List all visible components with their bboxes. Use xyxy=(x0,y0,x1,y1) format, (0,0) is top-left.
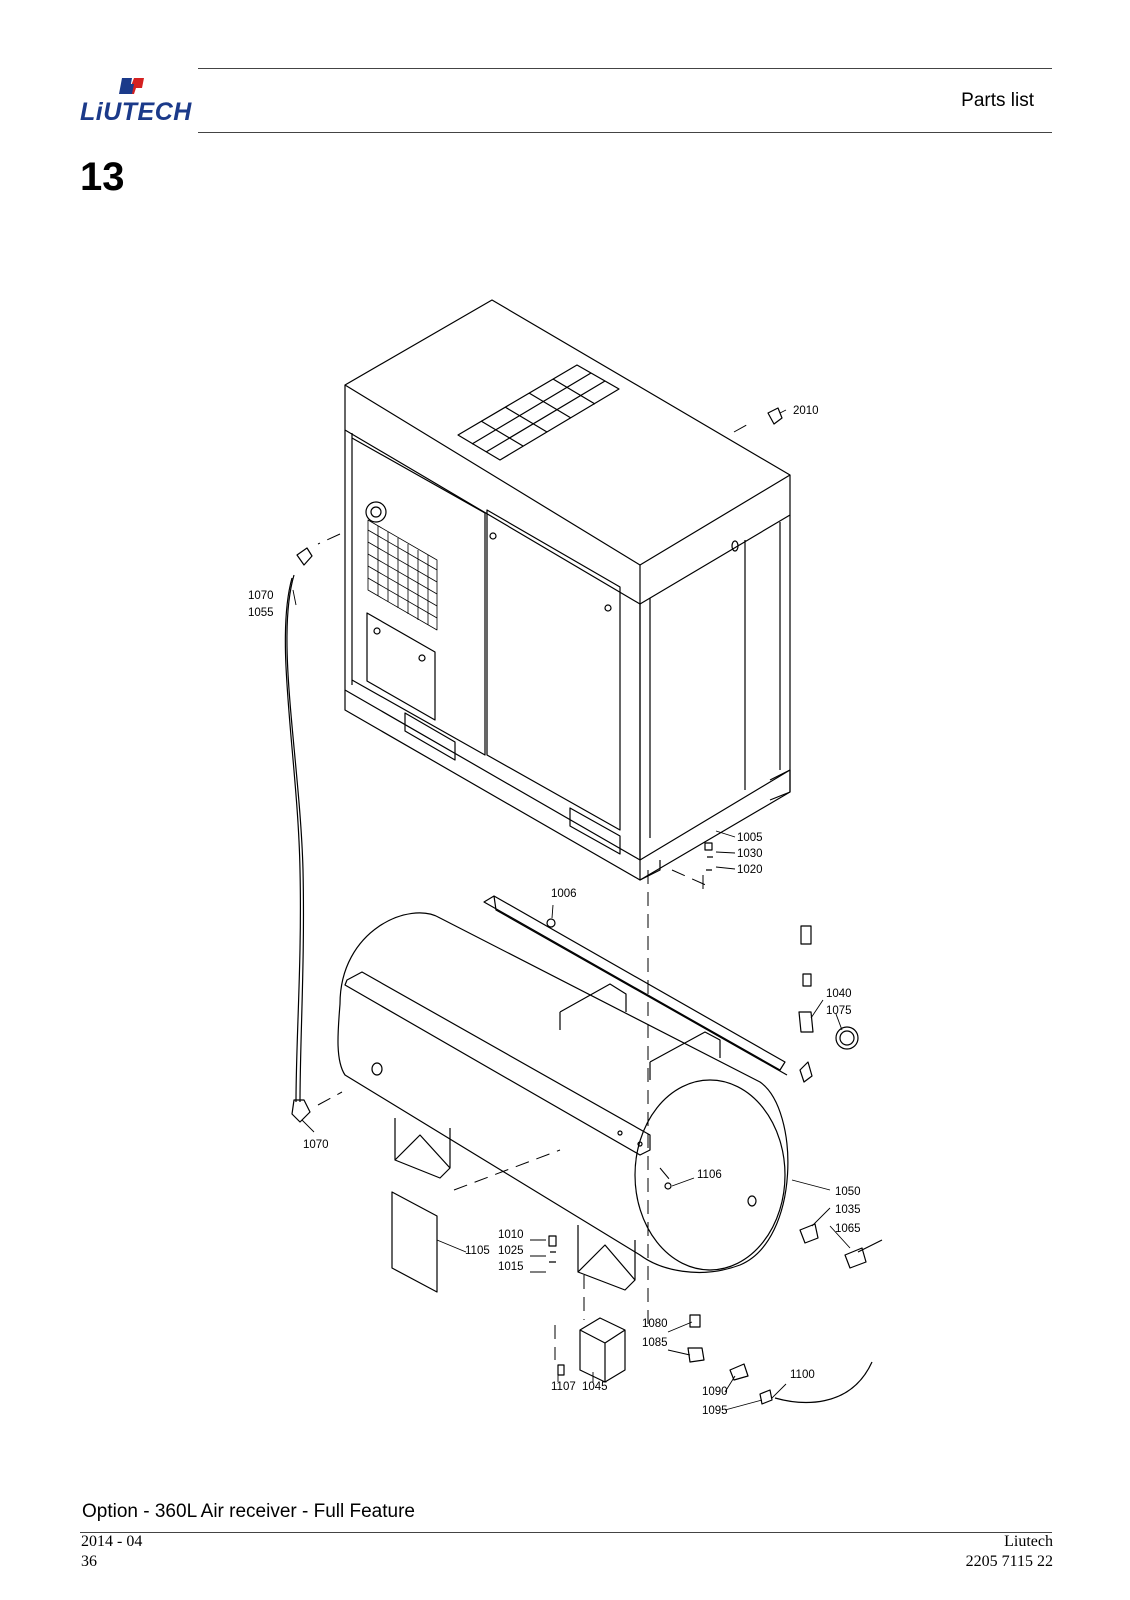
logo-wordmark: LiUTECH xyxy=(80,98,192,126)
decal-sheet xyxy=(391,1191,438,1293)
callout-1070-bottom: 1070 xyxy=(303,1139,329,1151)
drain-hose xyxy=(774,1361,873,1404)
header-rule-bottom xyxy=(198,132,1052,133)
callout-1030: 1030 xyxy=(737,848,763,860)
callout-1090: 1090 xyxy=(702,1386,728,1398)
liutech-logo xyxy=(119,78,144,94)
callout-1010: 1010 xyxy=(498,1229,524,1241)
callout-1085: 1085 xyxy=(642,1337,668,1349)
air-receiver-tank xyxy=(337,895,789,1291)
tank-foot-right xyxy=(577,1225,636,1291)
callout-1055: 1055 xyxy=(248,607,274,619)
support-block xyxy=(579,1317,626,1383)
figure-caption: Option - 360L Air receiver - Full Featur… xyxy=(82,1501,415,1522)
flexible-hose xyxy=(286,574,305,1103)
callout-1105: 1105 xyxy=(465,1245,490,1257)
callout-1106: 1106 xyxy=(697,1169,722,1181)
header-rule-top xyxy=(198,68,1052,69)
elbow-fitting-top xyxy=(296,547,313,566)
footer-rule xyxy=(80,1532,1052,1533)
footer-company: Liutech xyxy=(1004,1533,1053,1550)
callout-1100: 1100 xyxy=(790,1369,815,1381)
cabinet-side xyxy=(639,515,791,861)
callout-1015: 1015 xyxy=(498,1261,524,1273)
forklift-slot-right xyxy=(569,807,621,855)
footer-page-number: 36 xyxy=(81,1553,97,1570)
callout-1040: 1040 xyxy=(826,988,852,1000)
callout-1075: 1075 xyxy=(826,1005,852,1017)
callout-1080: 1080 xyxy=(642,1318,668,1330)
drain-fittings xyxy=(687,1314,773,1405)
top-vent-grille xyxy=(457,364,620,461)
elbow-fitting-bottom xyxy=(291,1099,311,1123)
callout-1005: 1005 xyxy=(737,832,763,844)
tank-foot-left xyxy=(394,1118,451,1179)
pressure-gauge xyxy=(835,1026,859,1050)
callout-1050: 1050 xyxy=(835,1186,861,1198)
callout-1095: 1095 xyxy=(702,1405,728,1417)
footer-date: 2014 - 04 xyxy=(81,1533,143,1550)
forklift-slot-left xyxy=(404,712,456,761)
callout-1035: 1035 xyxy=(835,1204,861,1216)
access-panel xyxy=(366,612,436,721)
section-number: 13 xyxy=(80,155,125,199)
callout-1006: 1006 xyxy=(551,888,577,900)
header-title: Parts list xyxy=(961,90,1034,111)
gauge-stack xyxy=(798,925,814,1033)
cabinet-top xyxy=(344,299,791,566)
cooler-grille xyxy=(367,519,438,631)
callout-1025: 1025 xyxy=(498,1245,524,1257)
cabinet-right-door xyxy=(486,509,621,831)
footer-document-number: 2205 7115 22 xyxy=(965,1553,1053,1570)
callout-2010: 2010 xyxy=(793,405,819,417)
callout-1070-top: 1070 xyxy=(248,590,274,602)
fitting-2010 xyxy=(767,407,783,425)
callout-1065: 1065 xyxy=(835,1223,861,1235)
drain-valve xyxy=(799,1223,819,1244)
callout-1045: 1045 xyxy=(582,1381,608,1393)
callout-1020: 1020 xyxy=(737,864,763,876)
cabinet-gauge xyxy=(365,501,387,523)
callout-1107: 1107 xyxy=(551,1381,576,1393)
cabinet-left-door xyxy=(351,437,486,756)
